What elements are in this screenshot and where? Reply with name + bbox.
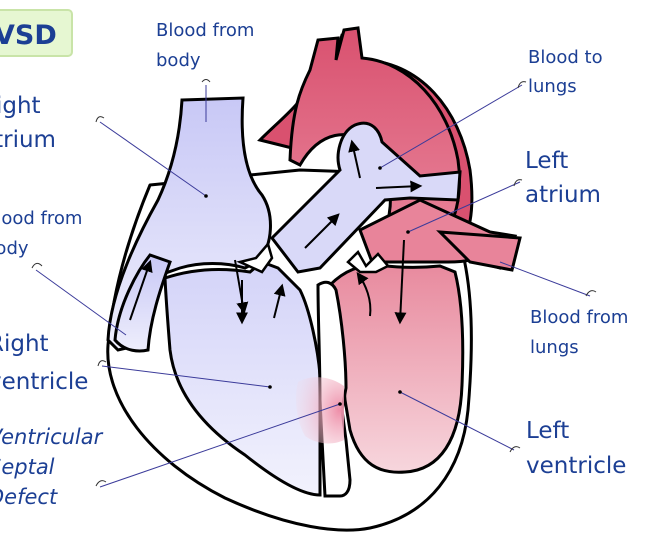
label-right-atrium: Right atrium	[0, 93, 56, 153]
tick-6	[585, 290, 597, 297]
leader-blood-from-lungs	[499, 261, 591, 297]
dot-pulmonary	[378, 166, 382, 170]
leader-left-ventricle	[399, 391, 515, 451]
label-blood-from-lungs: Blood from lungs	[530, 307, 634, 358]
label-left-ventricle: Left ventricle	[526, 418, 626, 479]
dot-vsd	[338, 402, 342, 406]
tick-5	[31, 262, 43, 269]
title-badge	[0, 9, 73, 57]
tick-2	[517, 81, 527, 89]
leader-right-atrium	[99, 121, 207, 197]
tick-7	[97, 360, 107, 367]
leader-blood-from-body-left	[35, 269, 127, 336]
flow-arrow-6	[348, 139, 361, 179]
title-text: VSD	[0, 20, 57, 51]
leader-blood-to-lungs	[379, 84, 523, 169]
flow-arrow-7	[375, 180, 423, 193]
label-left-atrium: Left atrium	[525, 148, 601, 208]
tricuspid-valve	[236, 241, 274, 274]
septal-defect-highlight	[296, 377, 344, 444]
label-right-ventricle: Right ventricle	[0, 331, 88, 395]
leader-left-atrium	[407, 181, 521, 233]
label-blood-from-body-left: Blood from body	[0, 208, 88, 259]
label-blood-to-lungs: Blood to lungs	[528, 47, 608, 97]
flow-arrow-8	[394, 239, 407, 325]
pulmonary-veins	[436, 230, 522, 272]
leader-vsd	[99, 403, 341, 488]
mitral-valve	[346, 249, 390, 274]
flow-arrow-9	[356, 272, 372, 317]
tick-9	[95, 480, 107, 487]
tick-1	[201, 79, 211, 83]
dot-left-atrium	[406, 230, 410, 234]
tick-4	[513, 179, 523, 187]
flow-arrow-4	[273, 283, 286, 319]
dot-right-ventricle	[268, 385, 272, 389]
inferior-vena-cava	[113, 253, 172, 353]
tick-3	[95, 116, 105, 123]
dot-right-atrium	[204, 194, 208, 198]
leader-right-ventricle	[101, 365, 271, 388]
flow-arrow-5	[304, 213, 340, 249]
label-blood-from-body-top: Blood from body	[156, 20, 260, 71]
tick-8	[509, 446, 521, 453]
label-ventricular-septal-defect: Ventricular Septal Defect	[0, 425, 109, 509]
right-ventricle	[163, 260, 322, 497]
flow-arrow-1	[129, 259, 153, 321]
dot-left-ventricle	[398, 390, 402, 394]
